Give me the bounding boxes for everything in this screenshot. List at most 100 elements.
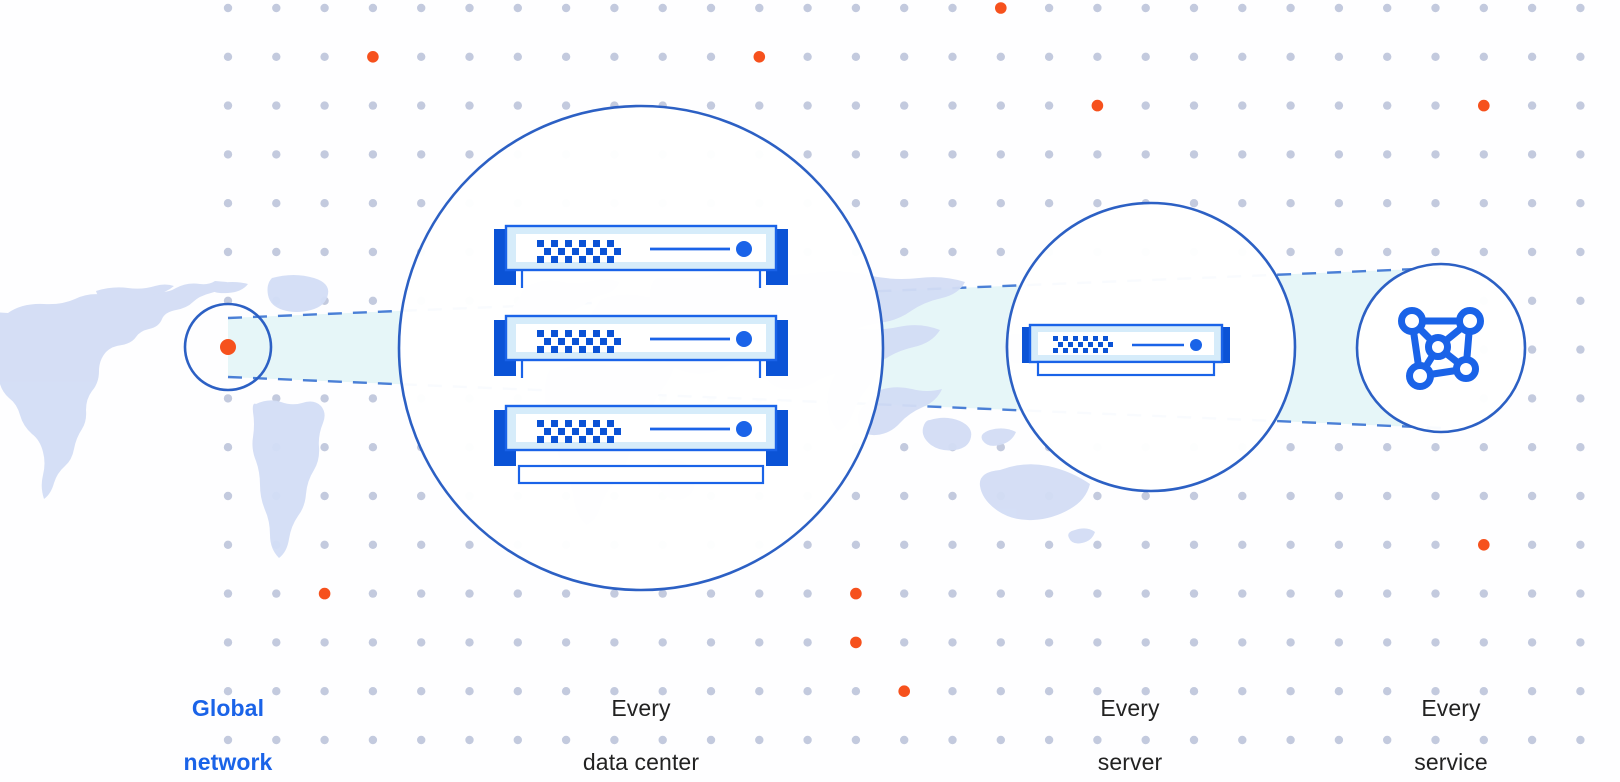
grid-dot: [1431, 540, 1440, 549]
grid-dot: [1044, 52, 1054, 61]
grid-dot: [1431, 638, 1440, 647]
grid-dot: [1044, 589, 1054, 598]
grid-dot: [706, 735, 716, 745]
grid-dot: [1093, 687, 1102, 696]
grid-dot: [996, 687, 1005, 696]
grid-dot: [1479, 491, 1489, 501]
grid-dot: [1383, 735, 1392, 745]
grid-dot: [996, 150, 1005, 159]
grid-dot: [1286, 3, 1295, 13]
grid-dot: [513, 687, 522, 696]
grid-dot-highlight: [850, 636, 862, 649]
grid-dot: [996, 638, 1005, 647]
grid-dot: [803, 687, 812, 696]
grid-dot: [320, 3, 329, 13]
grid-dot: [513, 3, 522, 13]
grid-dot: [1286, 101, 1295, 110]
grid-dot: [320, 540, 329, 549]
grid-dot: [1527, 101, 1537, 110]
grid-dot: [368, 150, 378, 159]
grid-dot: [223, 394, 233, 403]
grid-dot: [851, 687, 861, 696]
grid-dot: [561, 687, 571, 696]
grid-dot: [223, 150, 233, 159]
grid-dot: [1576, 101, 1585, 110]
grid-dot: [223, 3, 233, 13]
grid-dot: [900, 491, 909, 501]
grid-dot: [1093, 3, 1102, 13]
grid-dot: [417, 687, 426, 696]
grid-dot: [1479, 247, 1489, 257]
stage-label-line2: network: [183, 749, 273, 775]
grid-dot: [1286, 247, 1295, 257]
grid-dot: [1479, 735, 1489, 745]
grid-dot: [1141, 638, 1150, 647]
grid-dot: [1479, 687, 1489, 696]
grid-dot: [272, 247, 281, 257]
grid-dot: [1576, 247, 1585, 257]
grid-dot: [1141, 540, 1150, 549]
grid-dot: [1286, 589, 1295, 598]
grid-dot: [272, 394, 281, 403]
grid-dot: [320, 638, 329, 647]
stage-label-line1: Every: [1421, 695, 1481, 721]
grid-dot: [900, 3, 909, 13]
grid-dot: [1189, 101, 1199, 110]
grid-dot: [755, 735, 764, 745]
grid-dot: [1576, 394, 1585, 403]
grid-dot: [610, 3, 619, 13]
grid-dot: [803, 101, 812, 110]
grid-dot: [900, 589, 909, 598]
grid-dot: [658, 52, 667, 61]
grid-dot-highlight: [1478, 99, 1490, 112]
grid-dot: [1527, 345, 1537, 354]
grid-dot: [755, 638, 764, 647]
grid-dot: [417, 150, 426, 159]
grid-dot: [851, 491, 861, 501]
grid-dot: [272, 638, 281, 647]
grid-dot: [320, 52, 329, 61]
grid-dot: [417, 491, 426, 501]
grid-dot: [1238, 101, 1247, 110]
grid-dot: [223, 491, 233, 501]
grid-dot: [610, 687, 619, 696]
grid-dot: [658, 638, 667, 647]
grid-dot: [1286, 443, 1295, 452]
grid-dot: [610, 638, 619, 647]
grid-dot: [513, 52, 522, 61]
grid-dot: [948, 101, 957, 110]
grid-dot: [706, 52, 716, 61]
grid-dot: [223, 687, 233, 696]
grid-dot: [1044, 101, 1054, 110]
grid-dot: [1527, 735, 1537, 745]
map-location-marker: [220, 339, 236, 355]
server-base: [1036, 360, 1216, 377]
grid-dot: [1044, 687, 1054, 696]
vent-dot-matrix: [537, 330, 621, 353]
grid-dot: [851, 540, 861, 549]
grid-dot: [1334, 101, 1344, 110]
grid-dot: [1141, 150, 1150, 159]
grid-dot: [1334, 247, 1344, 257]
grid-dot: [513, 638, 522, 647]
grid-dot: [1479, 443, 1489, 452]
grid-dot: [803, 52, 812, 61]
grid-dot: [1479, 52, 1489, 61]
grid-dot: [948, 491, 957, 501]
grid-dot: [948, 687, 957, 696]
grid-dot: [706, 101, 716, 110]
grid-dot: [1431, 101, 1440, 110]
grid-dot: [465, 589, 474, 598]
grid-dot: [1093, 735, 1102, 745]
grid-dot: [1334, 638, 1344, 647]
grid-dot: [948, 540, 957, 549]
grid-dot: [1576, 296, 1585, 305]
grid-dot: [948, 199, 957, 208]
grid-dot: [1189, 199, 1199, 208]
grid-dot: [610, 735, 619, 745]
grid-dot: [1238, 491, 1247, 501]
grid-dot: [948, 589, 957, 598]
grid-dot: [1141, 491, 1150, 501]
grid-dot: [368, 3, 378, 13]
